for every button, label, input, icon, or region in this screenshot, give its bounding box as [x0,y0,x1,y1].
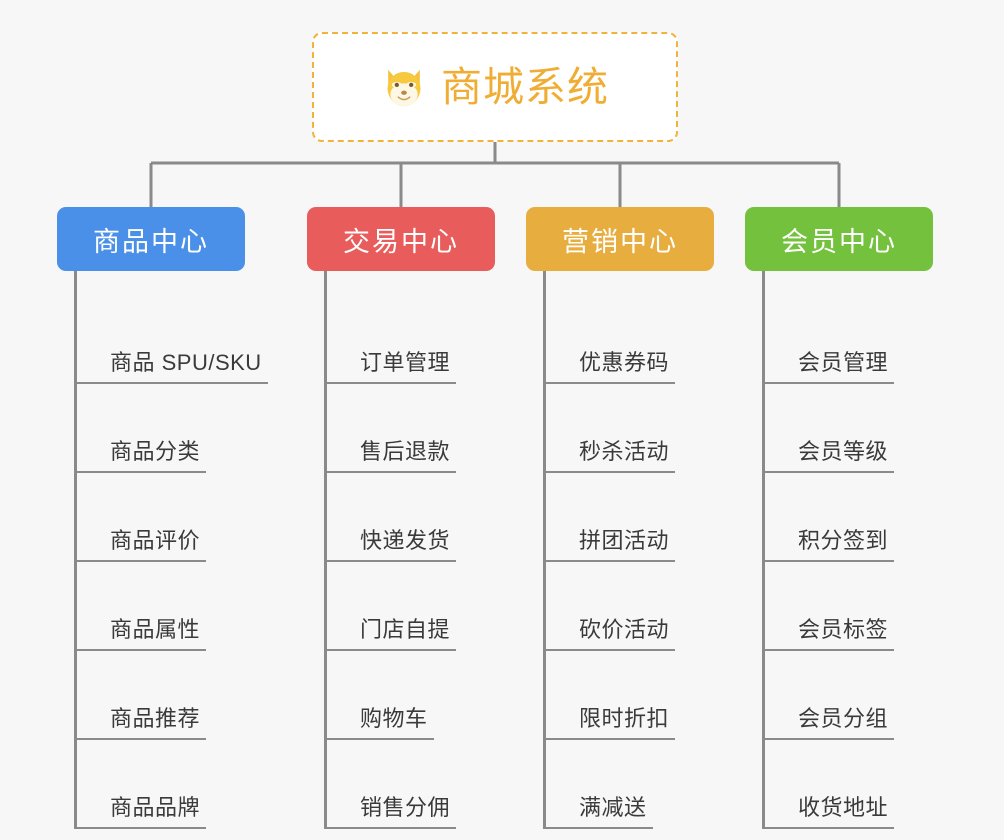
leaf-item[interactable]: 砍价活动 [546,562,750,651]
root-title: 商城系统 [441,63,609,110]
category-label: 商品中心 [93,226,209,257]
leaf-label: 砍价活动 [546,617,676,651]
leaf-list-0: 商品 SPU/SKU 商品分类 商品评价 商品属性 商品推荐 商品品牌 [74,271,281,829]
leaf-item[interactable]: 订单管理 [327,295,531,384]
leaf-item[interactable]: 售后退款 [327,384,531,473]
leaf-item[interactable]: 积分签到 [765,473,969,562]
leaf-label: 会员管理 [765,350,895,384]
leaf-item[interactable]: 商品属性 [77,562,281,651]
leaf-label: 销售分佣 [327,795,457,829]
leaf-item[interactable]: 销售分佣 [327,740,531,829]
leaf-item[interactable]: 会员管理 [765,295,969,384]
leaf-item[interactable]: 商品 SPU/SKU [77,295,281,384]
leaf-item[interactable]: 优惠券码 [546,295,750,384]
category-box-3[interactable]: 会员中心 [745,207,933,271]
leaf-item[interactable]: 购物车 [327,651,531,740]
leaf-list-1: 订单管理 售后退款 快递发货 门店自提 购物车 销售分佣 [324,271,531,829]
leaf-list-3: 会员管理 会员等级 积分签到 会员标签 会员分组 收货地址 [762,271,969,829]
leaf-label: 门店自提 [327,617,457,651]
category-box-2[interactable]: 营销中心 [526,207,714,271]
leaf-list-2: 优惠券码 秒杀活动 拼团活动 砍价活动 限时折扣 满减送 [543,271,750,829]
category-column-1: 交易中心 订单管理 售后退款 快递发货 门店自提 购物车 销售分佣 [307,207,531,829]
leaf-label: 会员标签 [765,617,895,651]
leaf-item[interactable]: 门店自提 [327,562,531,651]
category-box-1[interactable]: 交易中心 [307,207,495,271]
category-box-0[interactable]: 商品中心 [57,207,245,271]
category-column-2: 营销中心 优惠券码 秒杀活动 拼团活动 砍价活动 限时折扣 满减送 [526,207,750,829]
leaf-label: 商品 SPU/SKU [77,350,268,384]
leaf-item[interactable]: 会员等级 [765,384,969,473]
leaf-label: 商品推荐 [77,706,207,740]
leaf-label: 订单管理 [327,350,457,384]
category-column-3: 会员中心 会员管理 会员等级 积分签到 会员标签 会员分组 收货地址 [745,207,969,829]
leaf-label: 积分签到 [765,528,895,562]
category-label: 交易中心 [343,226,459,257]
leaf-label: 商品属性 [77,617,207,651]
leaf-item[interactable]: 会员分组 [765,651,969,740]
leaf-item[interactable]: 收货地址 [765,740,969,829]
category-label: 会员中心 [781,226,897,257]
category-column-0: 商品中心 商品 SPU/SKU 商品分类 商品评价 商品属性 商品推荐 商品品牌 [57,207,281,829]
leaf-item[interactable]: 商品评价 [77,473,281,562]
leaf-item[interactable]: 满减送 [546,740,750,829]
leaf-label: 购物车 [327,706,434,740]
leaf-label: 快递发货 [327,528,457,562]
leaf-item[interactable]: 限时折扣 [546,651,750,740]
leaf-label: 满减送 [546,795,653,829]
leaf-label: 会员等级 [765,439,895,473]
leaf-item[interactable]: 商品分类 [77,384,281,473]
shiba-dog-face-icon [387,69,421,107]
leaf-item[interactable]: 快递发货 [327,473,531,562]
leaf-label: 收货地址 [765,795,895,829]
root-node[interactable]: 商城系统 [312,32,678,142]
leaf-label: 优惠券码 [546,350,676,384]
leaf-label: 秒杀活动 [546,439,676,473]
leaf-item[interactable]: 商品品牌 [77,740,281,829]
leaf-label: 会员分组 [765,706,895,740]
leaf-label: 商品品牌 [77,795,207,829]
leaf-item[interactable]: 拼团活动 [546,473,750,562]
leaf-item[interactable]: 商品推荐 [77,651,281,740]
leaf-label: 售后退款 [327,439,457,473]
category-label: 营销中心 [562,226,678,257]
leaf-item[interactable]: 会员标签 [765,562,969,651]
leaf-label: 商品分类 [77,439,207,473]
leaf-label: 商品评价 [77,528,207,562]
leaf-item[interactable]: 秒杀活动 [546,384,750,473]
leaf-label: 限时折扣 [546,706,676,740]
leaf-label: 拼团活动 [546,528,676,562]
